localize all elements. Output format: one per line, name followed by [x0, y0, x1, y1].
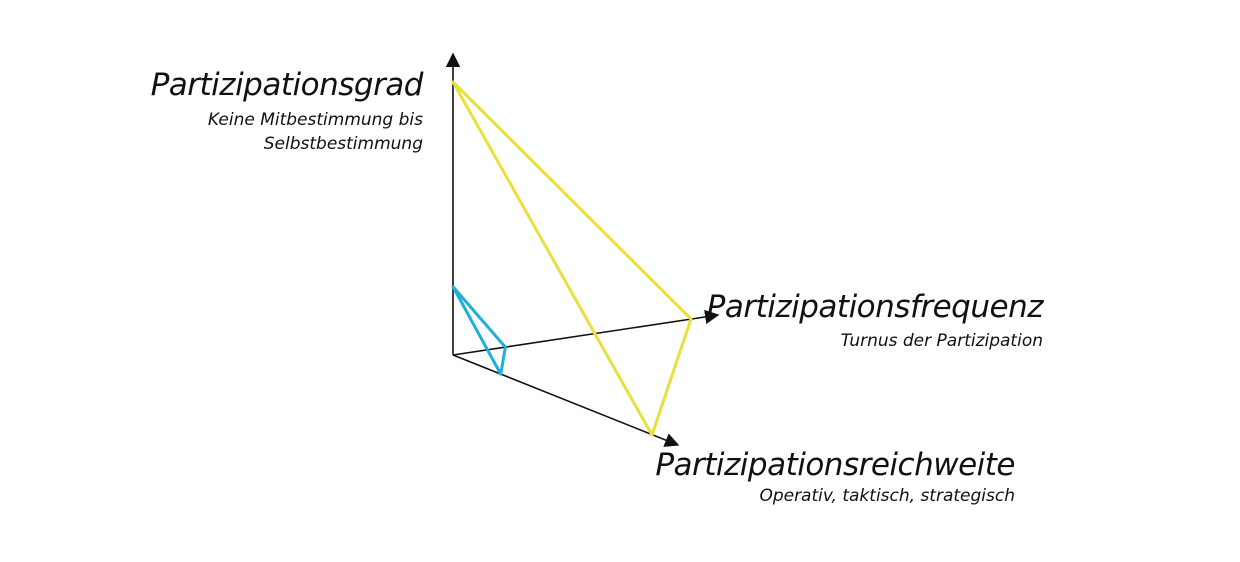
right-axis-subtitle: Turnus der Partizipation — [840, 331, 1043, 351]
vertical-axis-subtitle: Keine Mitbestimmung bis Selbstbestimmung — [208, 108, 423, 156]
diagonal-axis-subtitle: Operativ, taktisch, strategisch — [759, 486, 1015, 506]
vertical-axis-subtitle-line-1: Keine Mitbestimmung bis — [207, 110, 423, 130]
diagonal-axis — [452, 354, 680, 447]
large-triangle — [451, 80, 693, 437]
small-triangle — [451, 285, 507, 376]
vertical-axis-subtitle-line-2: Selbstbestimmung — [263, 134, 423, 154]
right-axis-title: Partizipationsfrequenz — [706, 289, 1044, 325]
vertical-axis-title: Partizipationsgrad — [150, 67, 424, 103]
diagonal-axis-title: Partizipationsreichweite — [655, 447, 1015, 483]
triangles-layer — [451, 80, 693, 437]
right-axis — [452, 309, 720, 356]
